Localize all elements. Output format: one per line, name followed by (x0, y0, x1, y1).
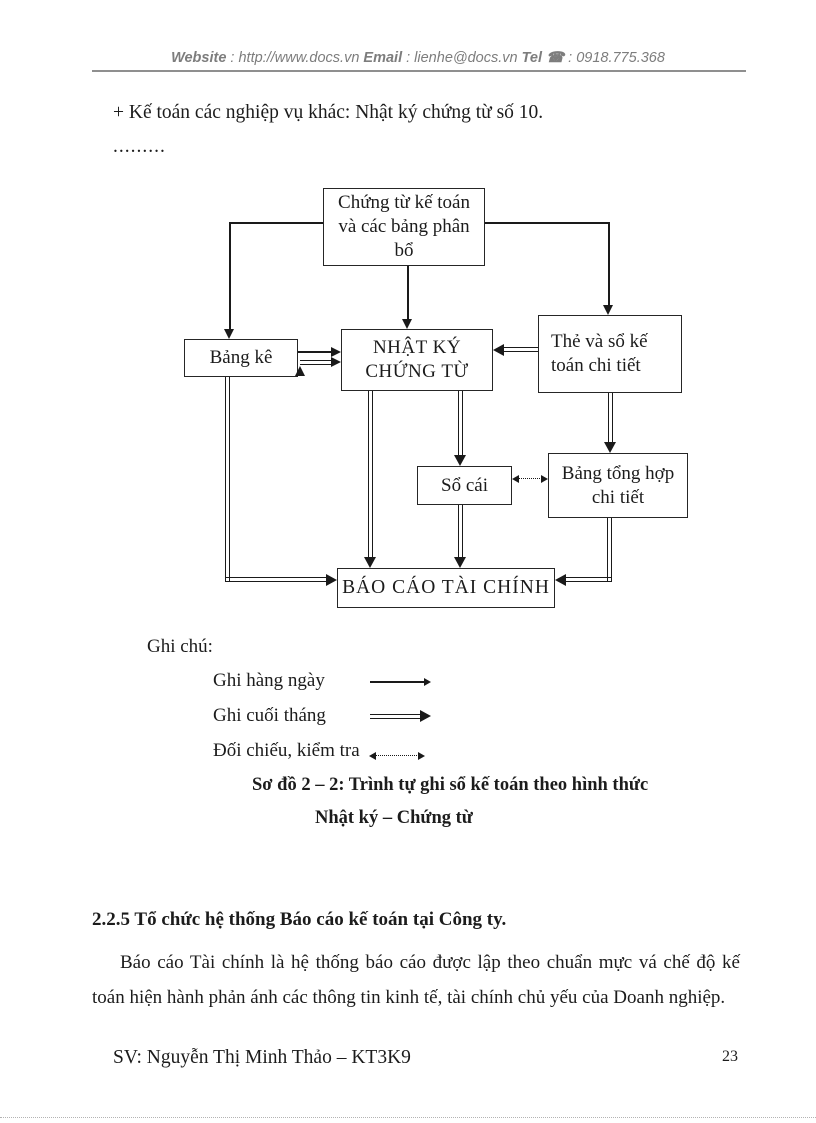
arrowhead-check-right (541, 475, 548, 483)
header-website-value: : http://www.docs.vn (226, 50, 364, 66)
node-bao-cao-tai-chinh: BÁO CÁO TÀI CHÍNH (337, 568, 555, 608)
diagram-caption-line2: Nhật ký – Chứng từ (315, 808, 473, 828)
legend-daily-arrowhead (424, 678, 431, 686)
arrowhead-socai-baocao (454, 557, 466, 568)
arrowhead-into-nhatky-top (402, 319, 412, 329)
legend-monthly-line (370, 714, 421, 719)
header-website-label: Website (171, 50, 227, 66)
line-bangtonghop-baocao (566, 577, 612, 582)
legend-check-arrowhead-right (418, 752, 425, 760)
legend-check-arrowhead-left (369, 752, 376, 760)
page-header: Website : http://www.docs.vn Email : lie… (90, 50, 746, 66)
legend-label-monthly: Ghi cuối tháng (213, 705, 326, 726)
line-theso-bangtonghop (608, 393, 613, 443)
line-bangtonghop-descent (607, 518, 612, 582)
header-tel-label: Tel (521, 50, 543, 66)
ellipsis-line: ......... (113, 136, 166, 157)
line-chungtu-right (485, 222, 609, 224)
node-chung-tu-ke-toan: Chứng từ kế toán và các bảng phân bổ (323, 188, 485, 266)
intro-line: + Kế toán các nghiệp vụ khác: Nhật ký ch… (113, 102, 544, 123)
page-bottom-dotted-border (0, 1117, 816, 1118)
line-nhatky-baocao (368, 391, 373, 558)
arrowhead-into-bangtonghop (604, 442, 616, 453)
arrowhead-up-into-bangke (295, 366, 305, 376)
phone-icon: ☎ (546, 50, 565, 66)
arrowhead-into-theso-top (603, 305, 613, 315)
arrowhead-into-baocao-right (555, 574, 566, 586)
arrowhead-into-nhatky-right (493, 344, 504, 356)
node-bang-ke: Bảng kê (184, 339, 298, 377)
line-bangke-descent (225, 377, 230, 582)
header-rule (92, 70, 746, 72)
legend-daily-line (370, 681, 425, 683)
line-down-to-theso (608, 222, 610, 306)
legend-title: Ghi chú: (147, 636, 213, 657)
header-email-value: : lienhe@docs.vn (402, 50, 522, 66)
legend-monthly-arrowhead (420, 710, 431, 722)
header-tel-value: : 0918.775.368 (564, 50, 665, 66)
arrowhead-into-baocao-left (326, 574, 337, 586)
legend-label-check: Đối chiếu, kiểm tra (213, 740, 360, 761)
node-bang-tong-hop: Bảng tổng hợp chi tiết (548, 453, 688, 518)
line-nhatky-socai (458, 391, 463, 456)
legend-label-daily: Ghi hàng ngày (213, 670, 325, 691)
legend-check-line (376, 755, 419, 756)
header-email-label: Email (363, 50, 403, 66)
arrowhead-bangke-nhatky-monthly (331, 357, 341, 367)
arrowhead-nhatky-baocao (364, 557, 376, 568)
line-theso-nhatky (503, 347, 538, 352)
arrowhead-into-bangke-top (224, 329, 234, 339)
line-down-to-bangke (229, 222, 231, 330)
arrowhead-bangke-nhatky-daily (331, 347, 341, 357)
line-bangke-baocao (225, 577, 326, 582)
section-heading: 2.2.5 Tổ chức hệ thống Báo cáo kế toán t… (92, 909, 507, 930)
node-so-cai: Sổ cái (417, 466, 512, 505)
line-socai-bangtonghop-check (518, 478, 542, 479)
line-socai-baocao (458, 505, 463, 558)
page-number: 23 (722, 1048, 738, 1065)
arrowhead-into-socai (454, 455, 466, 466)
arrowhead-check-left (512, 475, 519, 483)
diagram-caption-line1: Sơ đồ 2 – 2: Trình tự ghi sổ kế toán the… (252, 775, 649, 795)
line-chungtu-nhatky (407, 266, 409, 320)
line-bangke-nhatky-monthly (300, 360, 332, 365)
footer-student-name: SV: Nguyễn Thị Minh Thảo – KT3K9 (113, 1047, 411, 1068)
line-chungtu-left (229, 222, 323, 224)
section-paragraph: Báo cáo Tài chính là hệ thống báo cáo đư… (92, 952, 740, 1008)
node-nhat-ky-chung-tu: NHẬT KÝ CHỨNG TỪ (341, 329, 493, 391)
line-bangke-nhatky-daily (298, 351, 332, 353)
node-the-va-so-ke-toan: Thẻ và sổ kế toán chi tiết (538, 315, 682, 393)
